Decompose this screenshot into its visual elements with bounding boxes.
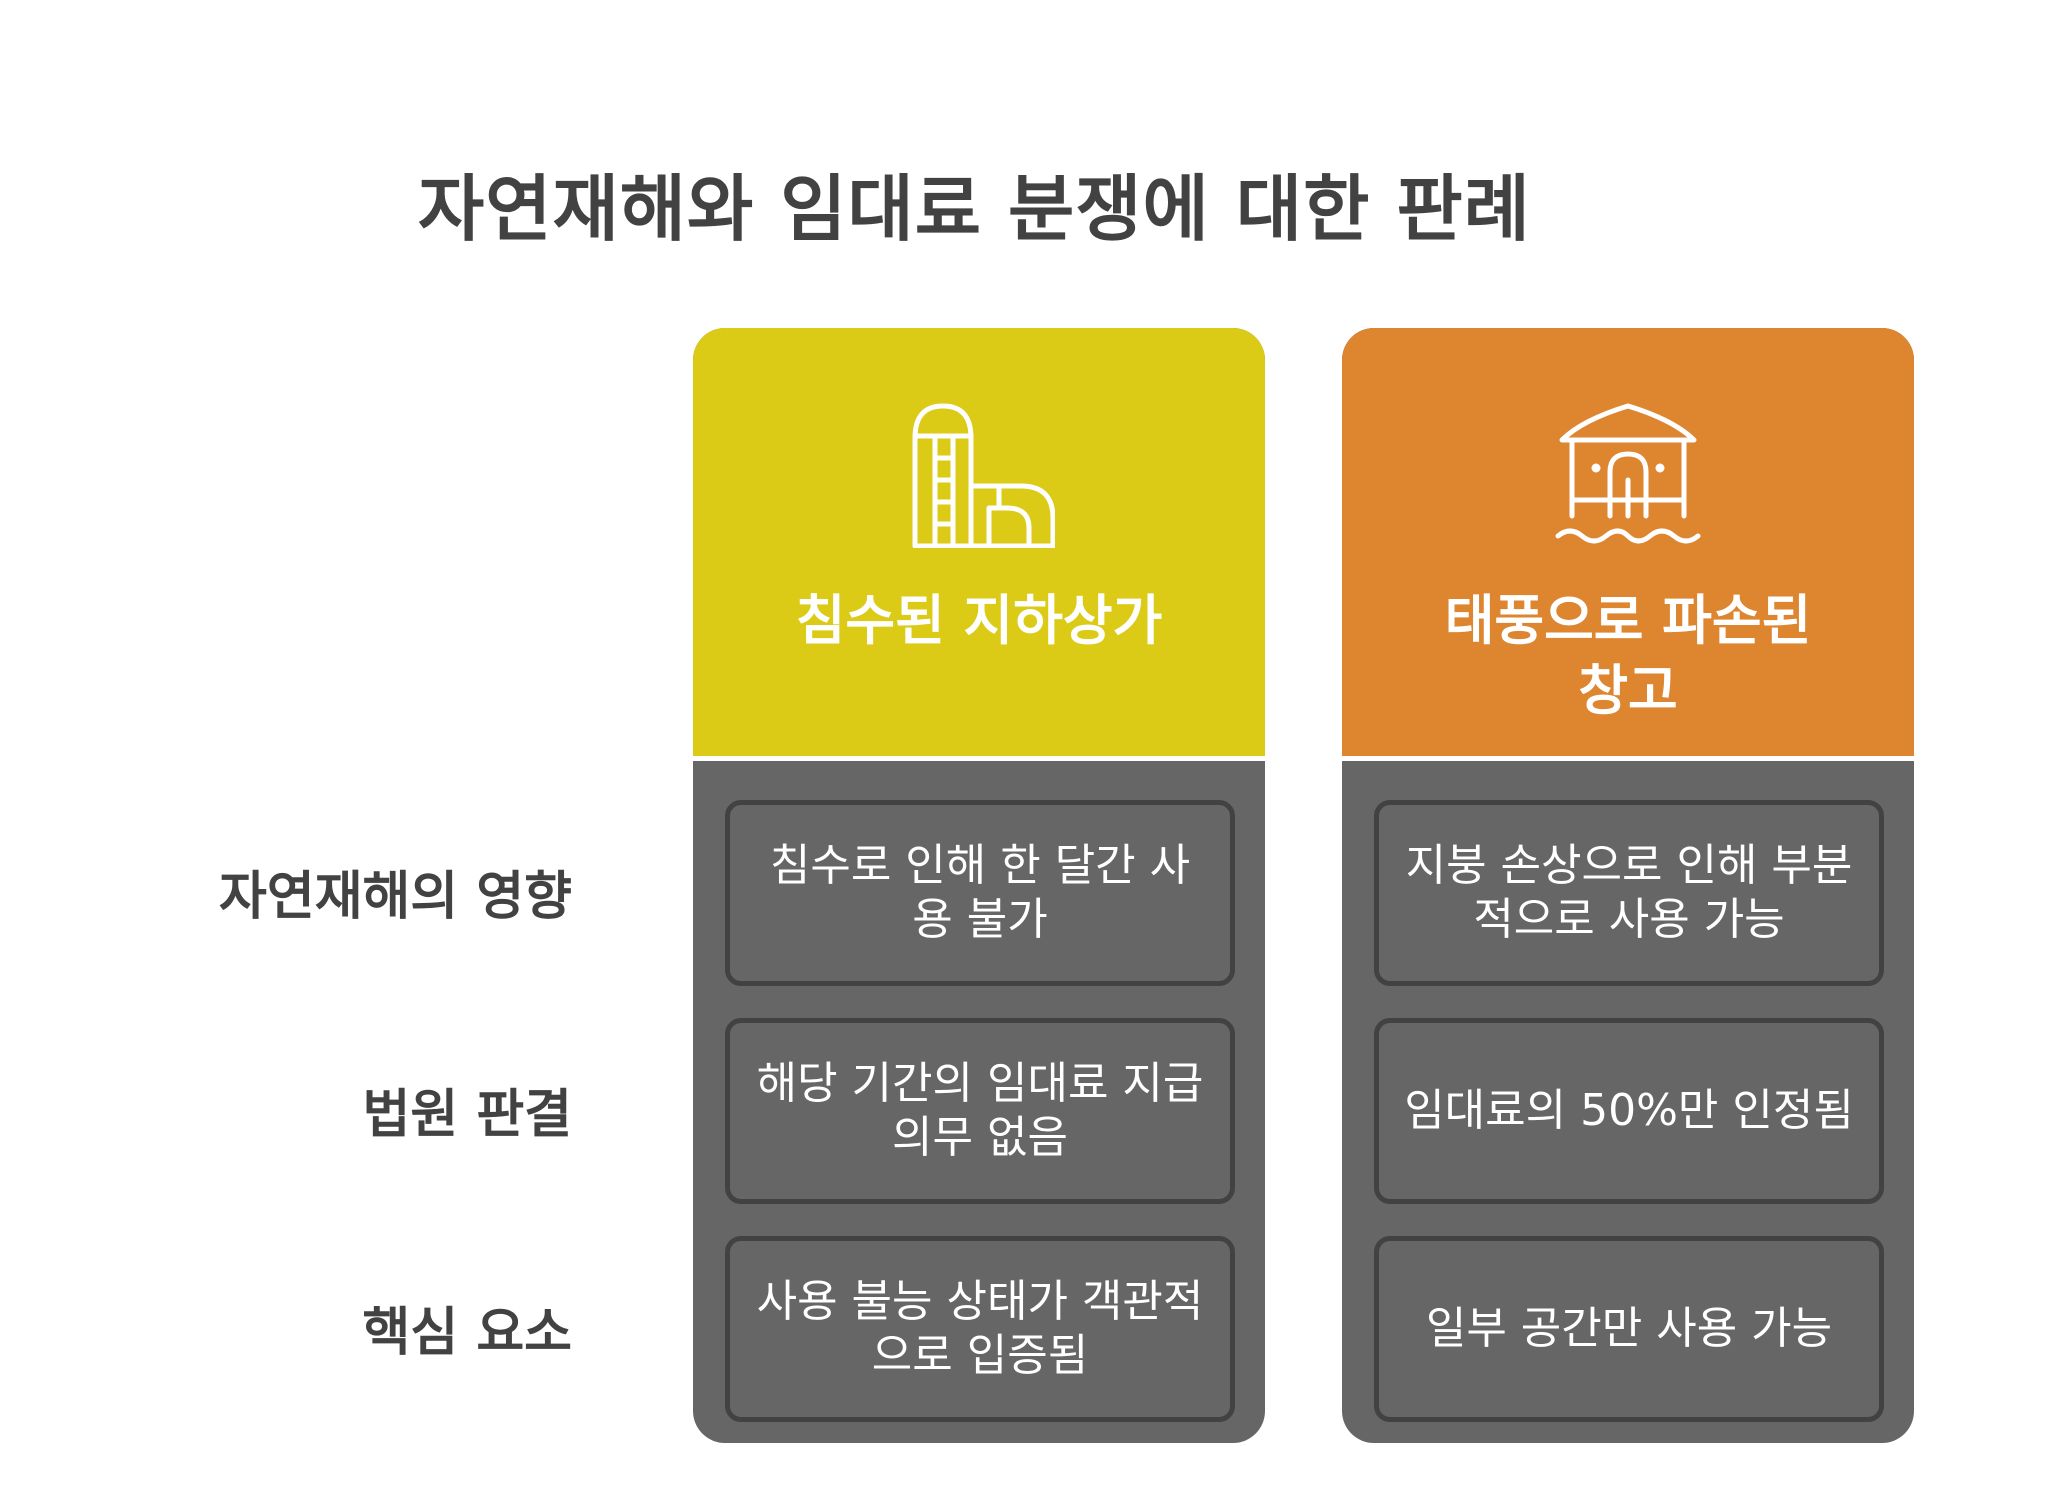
row-label-ruling: 법원 판결 xyxy=(362,1085,572,1145)
cell-damaged-warehouse-key-factor: 일부 공간만 사용 가능 xyxy=(1374,1236,1884,1422)
cell-text: 사용 불능 상태가 객관적으로 입증됨 xyxy=(756,1276,1204,1381)
cell-text: 침수로 인해 한 달간 사용 불가 xyxy=(769,840,1191,945)
cell-flooded-mall-key-factor: 사용 불능 상태가 객관적으로 입증됨 xyxy=(725,1236,1235,1422)
column-title-damaged-warehouse: 태풍으로 파손된 창고 xyxy=(1444,589,1812,722)
column-flooded-mall: 침수된 지하상가 침수로 인해 한 달간 사용 불가 해당 기간의 임대료 지급… xyxy=(693,328,1265,1443)
damaged-warehouse-icon xyxy=(1555,403,1701,544)
cell-damaged-warehouse-ruling: 임대료의 50%만 인정됨 xyxy=(1374,1018,1884,1204)
page-title: 자연재해와 임대료 분쟁에 대한 판례 xyxy=(418,167,1531,251)
cell-damaged-warehouse-impact: 지붕 손상으로 인해 부분적으로 사용 가능 xyxy=(1374,800,1884,986)
cell-flooded-mall-impact: 침수로 인해 한 달간 사용 불가 xyxy=(725,800,1235,986)
cell-text: 일부 공간만 사용 가능 xyxy=(1425,1303,1833,1354)
cell-flooded-mall-ruling: 해당 기간의 임대료 지급 의무 없음 xyxy=(725,1018,1235,1204)
column-title-flooded-mall: 침수된 지하상가 xyxy=(795,589,1163,652)
cell-text: 임대료의 50%만 인정됨 xyxy=(1404,1085,1854,1136)
column-header-flooded-mall: 침수된 지하상가 xyxy=(693,328,1265,756)
column-damaged-warehouse: 태풍으로 파손된 창고 지붕 손상으로 인해 부분적으로 사용 가능 임대료의 … xyxy=(1342,328,1914,1443)
row-label-key-factor: 핵심 요소 xyxy=(362,1303,572,1363)
column-header-damaged-warehouse: 태풍으로 파손된 창고 xyxy=(1342,328,1914,756)
column-divider xyxy=(693,756,1265,761)
column-divider xyxy=(1342,756,1914,761)
row-label-impact: 자연재해의 영향 xyxy=(219,867,572,927)
cell-text: 지붕 손상으로 인해 부분적으로 사용 가능 xyxy=(1405,840,1853,945)
cell-text: 해당 기간의 임대료 지급 의무 없음 xyxy=(756,1058,1204,1163)
flooded-building-icon xyxy=(912,403,1055,548)
